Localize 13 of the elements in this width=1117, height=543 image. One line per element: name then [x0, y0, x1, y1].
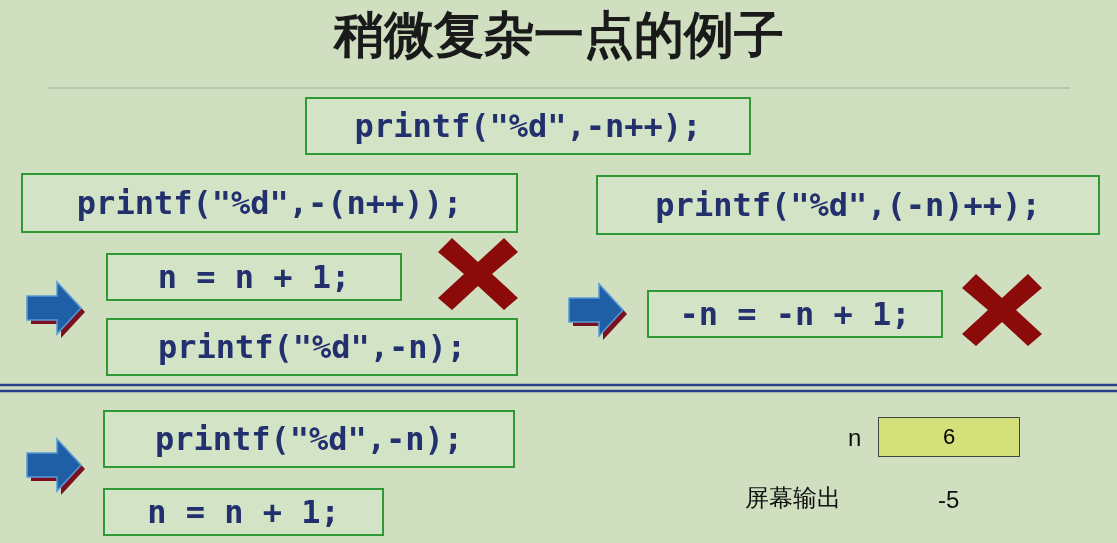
output-value: -5 [938, 486, 960, 514]
title: 稍微复杂一点的例子 [332, 5, 785, 66]
code-box: printf("%d",-(n++)); [21, 173, 518, 233]
code-box: n = n + 1; [106, 253, 402, 301]
value-box: 6 [878, 417, 1020, 457]
code-box: printf("%d",-n++); [305, 97, 751, 155]
code-box: n = n + 1; [103, 488, 384, 536]
code-box: printf("%d",-n); [103, 410, 515, 468]
variable-label: n [848, 424, 862, 452]
code-box: -n = -n + 1; [647, 290, 943, 338]
code-box: printf("%d",(-n)++); [596, 175, 1100, 235]
output-label: 屏幕输出 [745, 483, 841, 513]
code-box: printf("%d",-n); [106, 318, 518, 376]
